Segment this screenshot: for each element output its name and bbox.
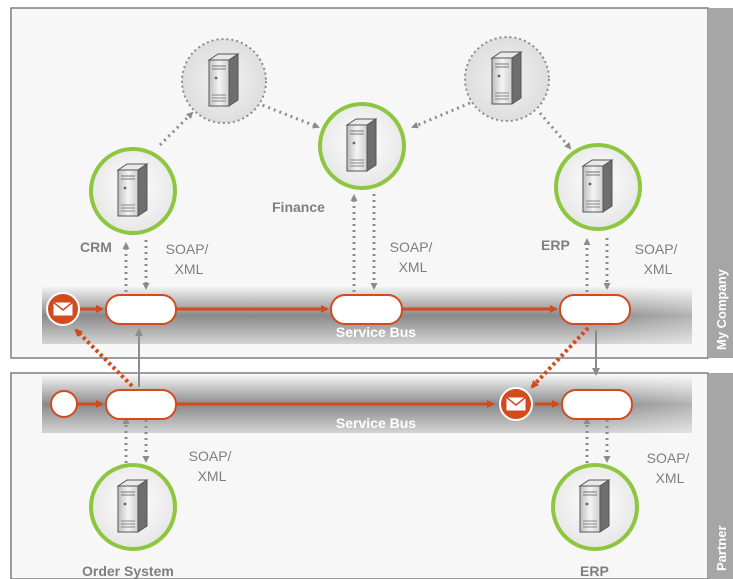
server-icon bbox=[491, 51, 522, 105]
node-label-crm: CRM bbox=[80, 239, 112, 255]
node-label-erp-bottom: ERP bbox=[580, 563, 609, 579]
protocol-erp-bottom: SOAP/ XML bbox=[647, 450, 694, 486]
endpoint-finance[interactable] bbox=[330, 294, 403, 325]
message-forward-dotted bbox=[530, 326, 590, 389]
server-node-finance[interactable] bbox=[318, 102, 406, 190]
protocol-finance: SOAP/ XML bbox=[390, 239, 437, 275]
server-node-grey-left bbox=[181, 38, 267, 124]
server-links bbox=[158, 101, 572, 150]
server-icon bbox=[117, 479, 148, 533]
envelope-icon bbox=[46, 292, 80, 326]
message-return-dotted bbox=[74, 328, 134, 388]
top-connectors bbox=[122, 194, 611, 292]
my-company-label: My Company bbox=[714, 268, 729, 350]
envelope-icon bbox=[499, 387, 533, 421]
endpoint-crm[interactable] bbox=[105, 294, 177, 325]
service-bus-bottom-label: Service Bus bbox=[336, 415, 416, 431]
bus-start-node[interactable] bbox=[50, 390, 78, 418]
partner-label: Partner bbox=[714, 525, 729, 571]
partner-band bbox=[708, 373, 733, 579]
node-label-order-system: Order System bbox=[82, 563, 174, 579]
bus-endpoints bbox=[50, 294, 633, 420]
server-icon bbox=[117, 163, 148, 217]
server-node-erp-bottom[interactable] bbox=[551, 463, 639, 551]
endpoint-erp-bottom[interactable] bbox=[561, 389, 633, 420]
server-icon bbox=[208, 53, 239, 107]
server-icon bbox=[582, 159, 613, 213]
service-bus-top-label: Service Bus bbox=[336, 324, 416, 340]
server-node-crm[interactable] bbox=[89, 147, 177, 235]
endpoint-erp-top[interactable] bbox=[559, 294, 631, 325]
protocol-order-system: SOAP/ XML bbox=[189, 448, 236, 484]
server-icon bbox=[579, 479, 610, 533]
server-node-grey-right bbox=[464, 36, 550, 122]
server-icon bbox=[346, 118, 377, 172]
server-node-order-system[interactable] bbox=[89, 463, 177, 551]
protocol-crm: SOAP/ XML bbox=[166, 241, 213, 277]
my-company-band bbox=[708, 8, 733, 358]
node-label-finance: Finance bbox=[272, 199, 325, 215]
bottom-connectors bbox=[122, 417, 611, 463]
server-node-erp-top[interactable] bbox=[554, 143, 642, 231]
protocol-erp-top: SOAP/ XML bbox=[635, 241, 682, 277]
endpoint-order-system[interactable] bbox=[105, 389, 177, 420]
node-label-erp-top: ERP bbox=[541, 237, 570, 253]
